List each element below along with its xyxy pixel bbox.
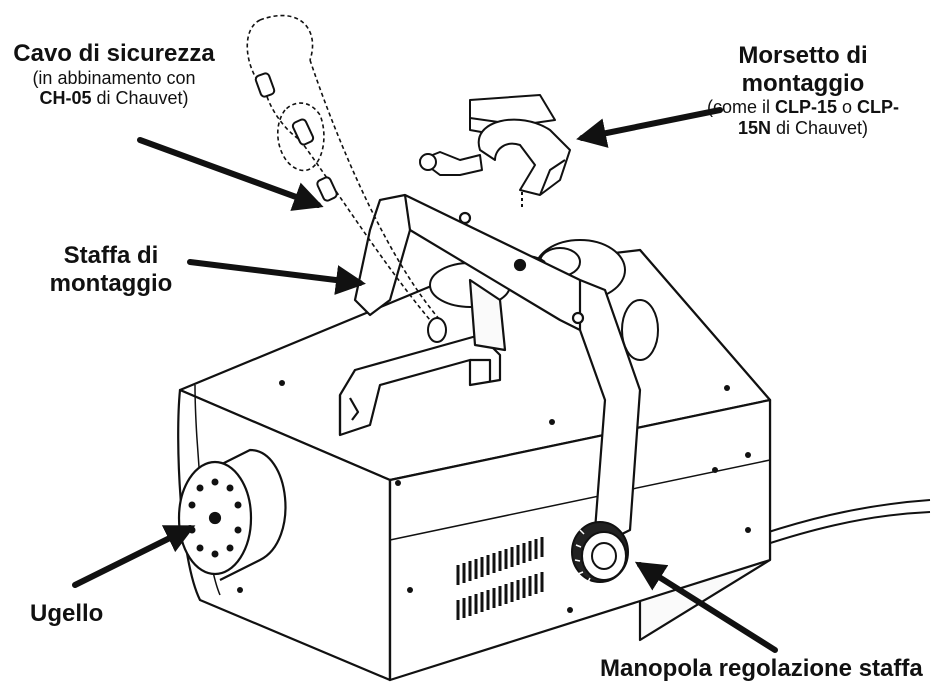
mounting-bracket-label: Staffa di montaggio xyxy=(42,242,180,297)
safety-cable-title: Cavo di sicurezza xyxy=(8,40,220,68)
mounting-clamp-model-2a: CLP- xyxy=(857,97,899,117)
mounting-clamp-title-1: Morsetto di xyxy=(672,42,934,70)
mounting-clamp-line3: (come il CLP-15 o CLP- xyxy=(672,97,934,118)
mounting-clamp xyxy=(420,95,570,210)
bracket-knob xyxy=(572,522,628,582)
nozzle-label: Ugello xyxy=(30,600,103,628)
mounting-clamp-line4-rest: di Chauvet) xyxy=(771,118,868,138)
mounting-bracket-line2: montaggio xyxy=(42,270,180,298)
arrow-mounting-bracket xyxy=(190,262,360,283)
safety-cable-label: Cavo di sicurezza (in abbinamento con CH… xyxy=(8,40,220,109)
safety-cable-line2: (in abbinamento con xyxy=(8,68,220,89)
mounting-clamp-title-2: montaggio xyxy=(672,70,934,98)
mounting-clamp-model-1: CLP-15 xyxy=(775,97,837,117)
mounting-clamp-line3-pre: (come il xyxy=(707,97,775,117)
safety-cable-line3: CH-05 di Chauvet) xyxy=(8,88,220,109)
safety-cable-line3-rest: di Chauvet) xyxy=(91,88,188,108)
mounting-clamp-label: Morsetto di montaggio (come il CLP-15 o … xyxy=(672,42,934,139)
safety-cable-model: CH-05 xyxy=(39,88,91,108)
bracket-knob-label: Manopola regolazione staffa xyxy=(600,655,923,683)
mounting-clamp-line4: 15N di Chauvet) xyxy=(672,118,934,139)
arrow-safety-cable xyxy=(140,140,318,205)
arrow-nozzle xyxy=(75,528,190,585)
mounting-clamp-model-2b: 15N xyxy=(738,118,771,138)
mounting-clamp-line3-mid: o xyxy=(837,97,857,117)
mounting-bracket-line1: Staffa di xyxy=(42,242,180,270)
